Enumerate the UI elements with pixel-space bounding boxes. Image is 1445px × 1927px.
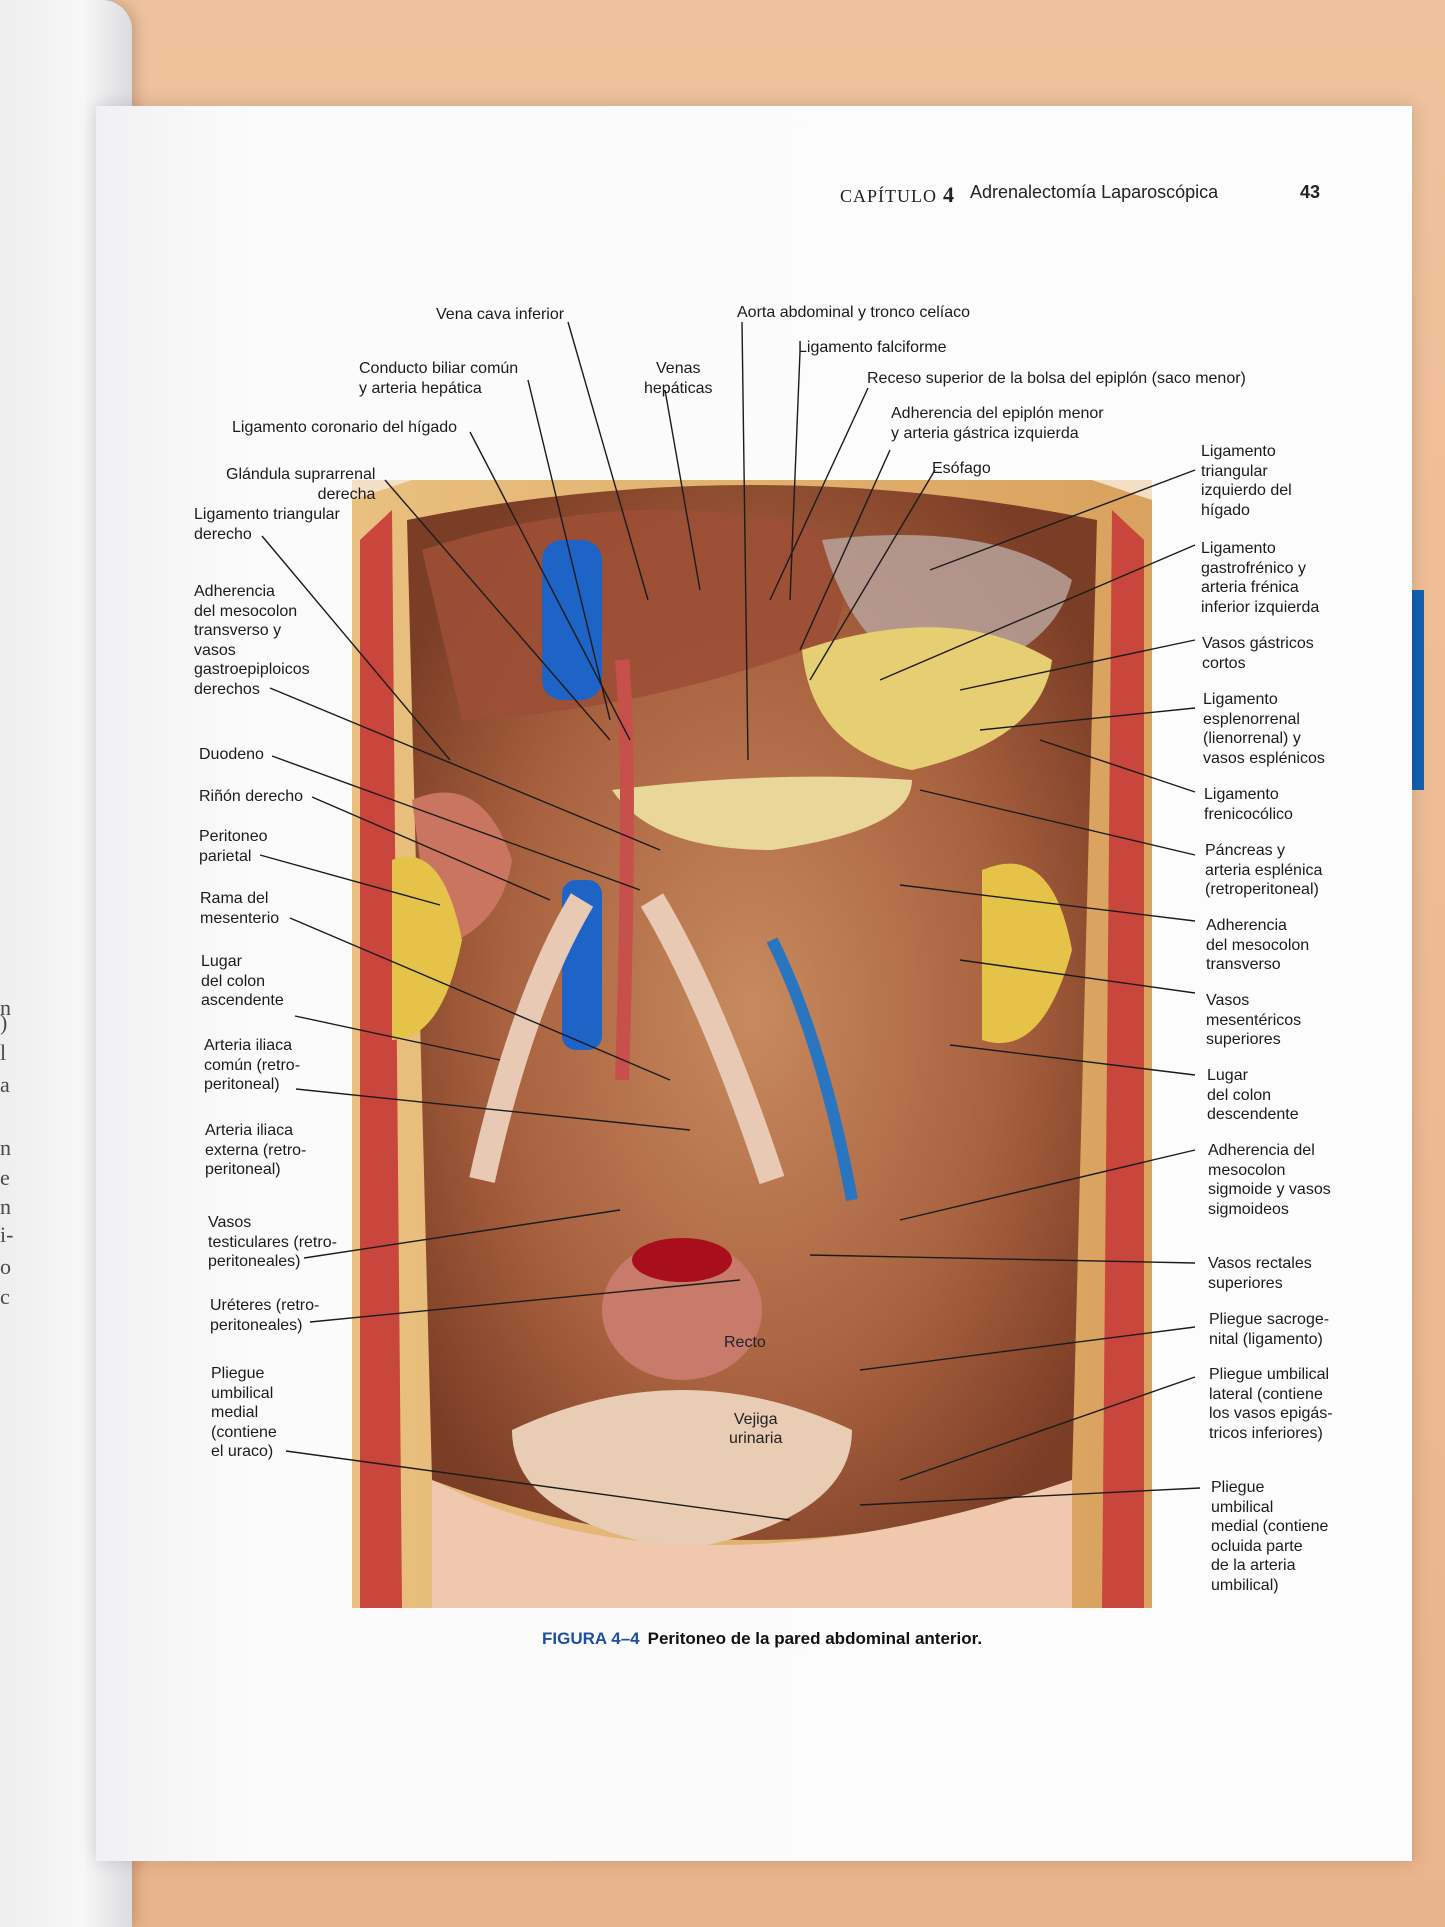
lower-wall <box>432 1480 1072 1608</box>
anatomy-illustration <box>352 480 1152 1608</box>
left-page-text: n <box>0 1135 11 1160</box>
bladder <box>512 1390 852 1550</box>
label-ligamento-coronario: Ligamento coronario del hígado <box>232 419 458 436</box>
label-glandula-suprarrenal: Glándula suprarrenal derecha <box>226 466 376 503</box>
label-arteria-iliaca-externa: Arteria iliaca externa (retro- peritonea… <box>205 1122 307 1178</box>
label-receso-superior: Receso superior de la bolsa del epiplón … <box>867 370 1246 387</box>
label-duodeno: Duodeno <box>199 746 264 763</box>
label-ligamento-gastrofrenico: Ligamento gastrofrénico y arteria frénic… <box>1201 540 1320 616</box>
label-pliegue-umbilical-medial-arteria: Pliegue umbilical medial (contiene oclui… <box>1211 1479 1329 1594</box>
left-page-text: e <box>0 1165 10 1190</box>
left-page-text: a <box>0 1072 10 1097</box>
rectum-lumen <box>632 1238 732 1282</box>
label-ligamento-frenicocolico: Ligamento frenicocólico <box>1204 786 1293 823</box>
descending-colon-fat <box>982 863 1072 1044</box>
ascending-colon-fat <box>392 856 462 1040</box>
label-aorta: Aorta abdominal y tronco celíaco <box>737 304 971 321</box>
label-adherencia-sigmoide: Adherencia del mesocolon sigmoide y vaso… <box>1208 1142 1331 1218</box>
left-page-text: n <box>0 1194 11 1219</box>
chapter-title: Adrenalectomía Laparoscópica <box>970 182 1219 202</box>
label-pliegue-sacrogenital: Pliegue sacroge- nital (ligamento) <box>1209 1311 1330 1348</box>
figure-caption-text: Peritoneo de la pared abdominal anterior… <box>647 1629 983 1648</box>
iliac-left <box>469 893 594 1183</box>
label-venas-hepaticas: Venas hepáticas <box>644 360 713 397</box>
label-arteria-iliaca-comun: Arteria iliaca común (retro- peritoneal) <box>204 1037 301 1093</box>
label-rinon-derecho: Riñón derecho <box>199 788 304 805</box>
label-pancreas: Páncreas y arteria esplénica (retroperit… <box>1205 842 1323 898</box>
rectum <box>602 1240 762 1380</box>
label-vasos-mesentericos: Vasos mesentéricos superiores <box>1206 992 1302 1048</box>
left-page-text: n <box>0 995 11 1020</box>
label-lugar-colon-descendente: Lugar del colon descendente <box>1207 1067 1299 1123</box>
liver <box>422 510 845 720</box>
label-vasos-testiculares: Vasos testiculares (retro- peritoneales) <box>208 1214 337 1270</box>
label-ureteres: Uréteres (retro- peritoneales) <box>210 1297 320 1334</box>
left-page-text: l <box>0 1040 7 1065</box>
label-vena-cava: Vena cava inferior <box>436 306 565 323</box>
page-number: 43 <box>1300 182 1321 202</box>
label-peritoneo-parietal: Peritoneo parietal <box>199 828 268 865</box>
label-pliegue-umbilical-medial-uraco: Pliegue umbilical medial (contiene el ur… <box>211 1365 277 1460</box>
label-pliegue-umbilical-lateral: Pliegue umbilical lateral (contiene los … <box>1209 1366 1333 1442</box>
label-recto: Recto <box>724 1334 766 1351</box>
label-conducto-biliar: Conducto biliar común y arteria hepática <box>359 360 519 397</box>
chapter-number: 4 <box>943 182 955 207</box>
label-ligamento-esplenorrenal: Ligamento esplenorrenal (lienorrenal) y … <box>1203 691 1325 767</box>
right-muscle <box>1102 510 1144 1608</box>
iliac-right <box>640 893 785 1185</box>
figure-caption: FIGURA 4–4 Peritoneo de la pared abdomina… <box>542 1629 982 1649</box>
label-vejiga-urinaria: Vejiga urinaria <box>729 1411 783 1447</box>
chapter-heading: CAPÍTULO 4 <box>840 182 961 208</box>
label-rama-mesenterio: Rama del mesenterio <box>200 890 280 927</box>
label-ligamento-triangular-izquierdo: Ligamento triangular izquierdo del hígad… <box>1201 443 1292 519</box>
aorta <box>615 659 634 1081</box>
label-adherencia-epiplon-menor: Adherencia del epiplón menor y arteria g… <box>891 405 1104 442</box>
left-page-text: o <box>0 1254 11 1279</box>
label-esofago: Esófago <box>932 460 991 477</box>
label-vasos-rectales-superiores: Vasos rectales superiores <box>1208 1255 1312 1292</box>
left-muscle <box>360 510 402 1608</box>
left-page-text: i- <box>0 1222 14 1247</box>
chapter-word: CAPÍTULO <box>840 186 937 206</box>
ureter-line <box>766 937 858 1202</box>
label-lugar-colon-ascendente: Lugar del colon ascendente <box>201 953 284 1009</box>
vena-cava <box>542 540 602 700</box>
left-page-text: ) <box>0 1010 8 1035</box>
label-adherencia-mesocolon-derechos: Adherencia del mesocolon transverso y va… <box>194 583 310 698</box>
left-page-text: c <box>0 1284 10 1309</box>
label-ligamento-falciforme: Ligamento falciforme <box>798 339 947 356</box>
label-adherencia-mesocolon-transverso: Adherencia del mesocolon transverso <box>1206 917 1310 973</box>
figure-number: FIGURA 4–4 <box>542 1629 640 1648</box>
pancreas <box>612 776 912 850</box>
spleen-fat <box>802 627 1052 770</box>
label-vasos-gastricos-cortos: Vasos gástricos cortos <box>1202 635 1314 672</box>
label-ligamento-triangular-derecho: Ligamento triangular derecho <box>194 506 340 543</box>
